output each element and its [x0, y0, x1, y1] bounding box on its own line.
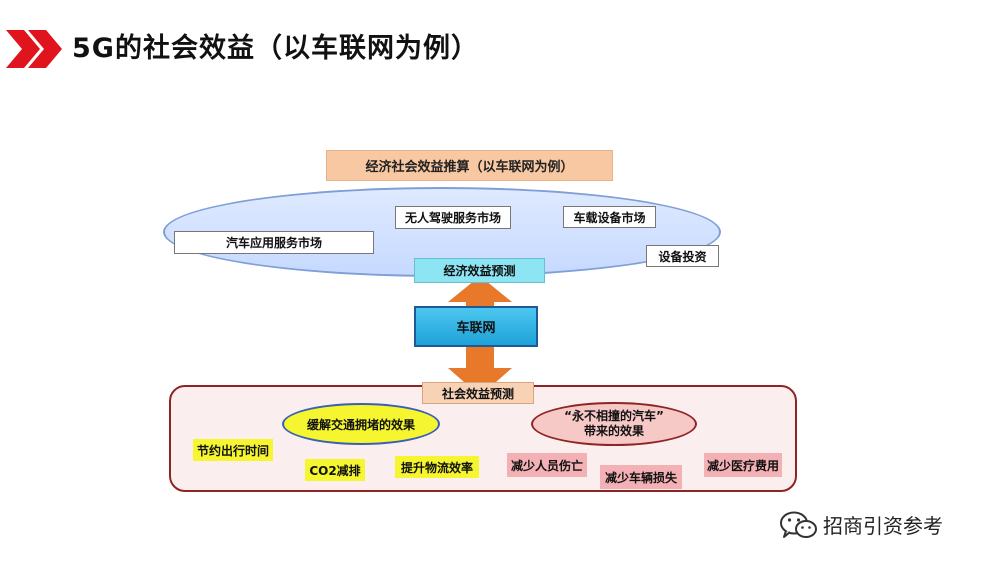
driverless-services-market: 无人驾驶服务市场	[395, 206, 511, 229]
internet-of-vehicles-box: 车联网	[414, 306, 538, 347]
economic-estimate-header: 经济社会效益推算（以车联网为例）	[326, 150, 613, 181]
social-forecast-box: 社会效益预测	[422, 382, 534, 404]
congestion-relief-ellipse: 缓解交通拥堵的效果	[282, 403, 440, 445]
no-collision-ellipse: “永不相撞的汽车” 带来的效果	[531, 402, 697, 446]
no-collision-line1: “永不相撞的汽车”	[564, 409, 664, 423]
up-arrow-icon	[448, 276, 512, 308]
logistics-efficiency-box: 提升物流效率	[395, 456, 479, 478]
no-collision-line2: 带来的效果	[583, 424, 644, 438]
reduce-medical-cost-box: 减少医疗费用	[704, 453, 782, 477]
co2-reduction-box: CO2减排	[305, 459, 365, 481]
vehicle-equipment-market: 车载设备市场	[563, 206, 656, 228]
watermark-text: 招商引资参考	[823, 514, 943, 538]
down-arrow-icon	[448, 346, 512, 396]
auto-app-services-market: 汽车应用服务市场	[174, 231, 374, 254]
save-travel-time-box: 节约出行时间	[193, 439, 273, 461]
reduce-vehicle-loss-box: 减少车辆损失	[600, 465, 682, 489]
economic-forecast-box: 经济效益预测	[414, 258, 545, 283]
page-title: 5G的社会效益（以车联网为例）	[72, 33, 479, 64]
title-chevron-icon	[6, 30, 62, 68]
equipment-investment: 设备投资	[646, 245, 719, 267]
bidirectional-arrows	[448, 276, 512, 396]
reduce-casualties-box: 减少人员伤亡	[507, 453, 587, 477]
wechat-icon	[780, 511, 817, 538]
